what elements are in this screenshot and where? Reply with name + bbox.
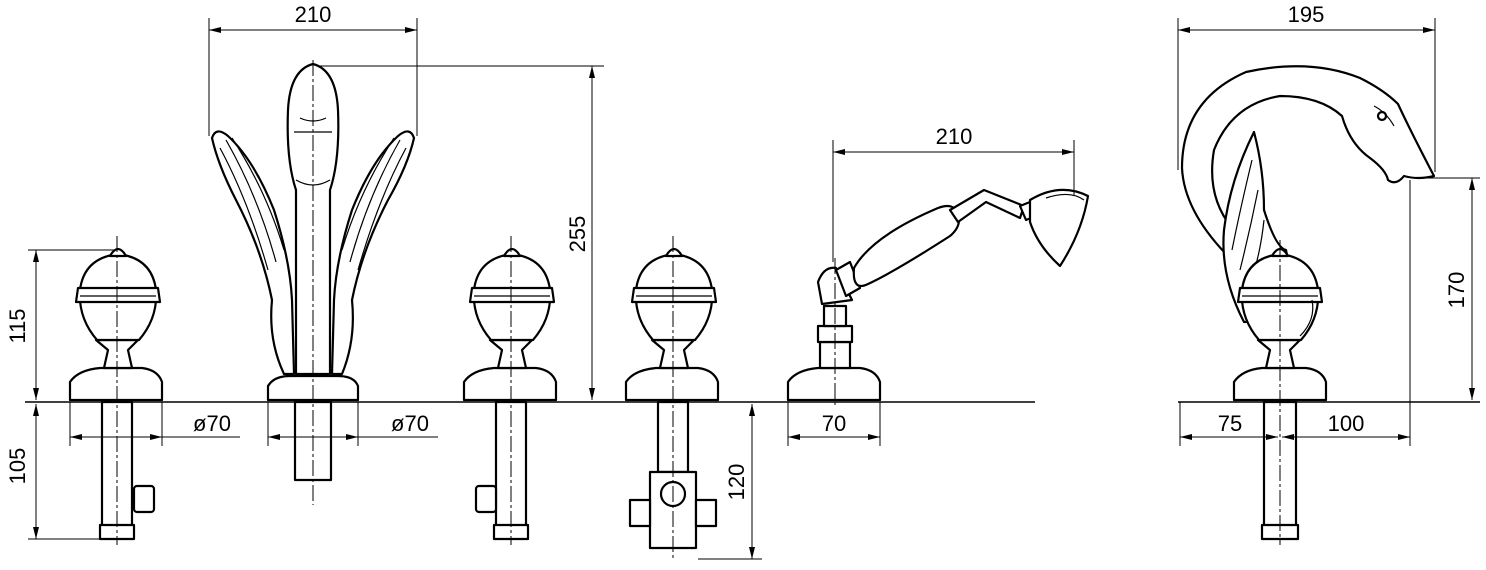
dim-spout-base-diameter: ø70 bbox=[267, 402, 438, 446]
dim-diverter-below-deck: 120 bbox=[698, 401, 762, 560]
dim-handle-height: 115 bbox=[5, 249, 116, 400]
swan-spout-side-view bbox=[1180, 65, 1436, 545]
diverter-handle bbox=[624, 236, 720, 560]
dim-text-left-handle-diameter: ø70 bbox=[193, 411, 231, 436]
dim-text-diverter-below-deck: 120 bbox=[724, 464, 749, 501]
dim-text-handshower-base: 70 bbox=[822, 411, 846, 436]
dim-spout-height: 255 bbox=[320, 65, 604, 400]
dim-text-spout-base-diameter: ø70 bbox=[391, 411, 429, 436]
left-handle bbox=[68, 236, 164, 545]
dim-handshower-length: 210 bbox=[832, 124, 1075, 262]
dim-text-spout-width: 210 bbox=[295, 2, 332, 27]
dim-text-swan-rear: 75 bbox=[1218, 411, 1242, 436]
dim-left-handle-diameter: ø70 bbox=[69, 402, 240, 446]
dim-text-swan-width: 195 bbox=[1288, 2, 1325, 27]
dim-text-swan-reach: 100 bbox=[1328, 411, 1365, 436]
dim-text-swan-spout-height: 170 bbox=[1444, 272, 1469, 309]
dim-text-spout-height: 255 bbox=[565, 216, 590, 253]
dim-handshower-base: 70 bbox=[787, 402, 881, 446]
spout-with-wings bbox=[210, 60, 416, 505]
dim-swan-reach: 100 bbox=[1282, 180, 1411, 446]
hand-shower bbox=[786, 188, 1090, 408]
dim-swan-width: 195 bbox=[1177, 2, 1436, 172]
dim-text-handle-below-deck: 105 bbox=[5, 448, 30, 485]
dim-swan-spout-height: 170 bbox=[1410, 177, 1480, 403]
dim-text-handle-height: 115 bbox=[5, 308, 30, 343]
right-handle bbox=[462, 236, 558, 545]
dim-swan-rear: 75 bbox=[1179, 402, 1278, 446]
dim-handle-below-deck: 105 bbox=[5, 404, 100, 540]
dim-text-handshower-length: 210 bbox=[936, 124, 973, 149]
dim-spout-width: 210 bbox=[208, 2, 418, 136]
